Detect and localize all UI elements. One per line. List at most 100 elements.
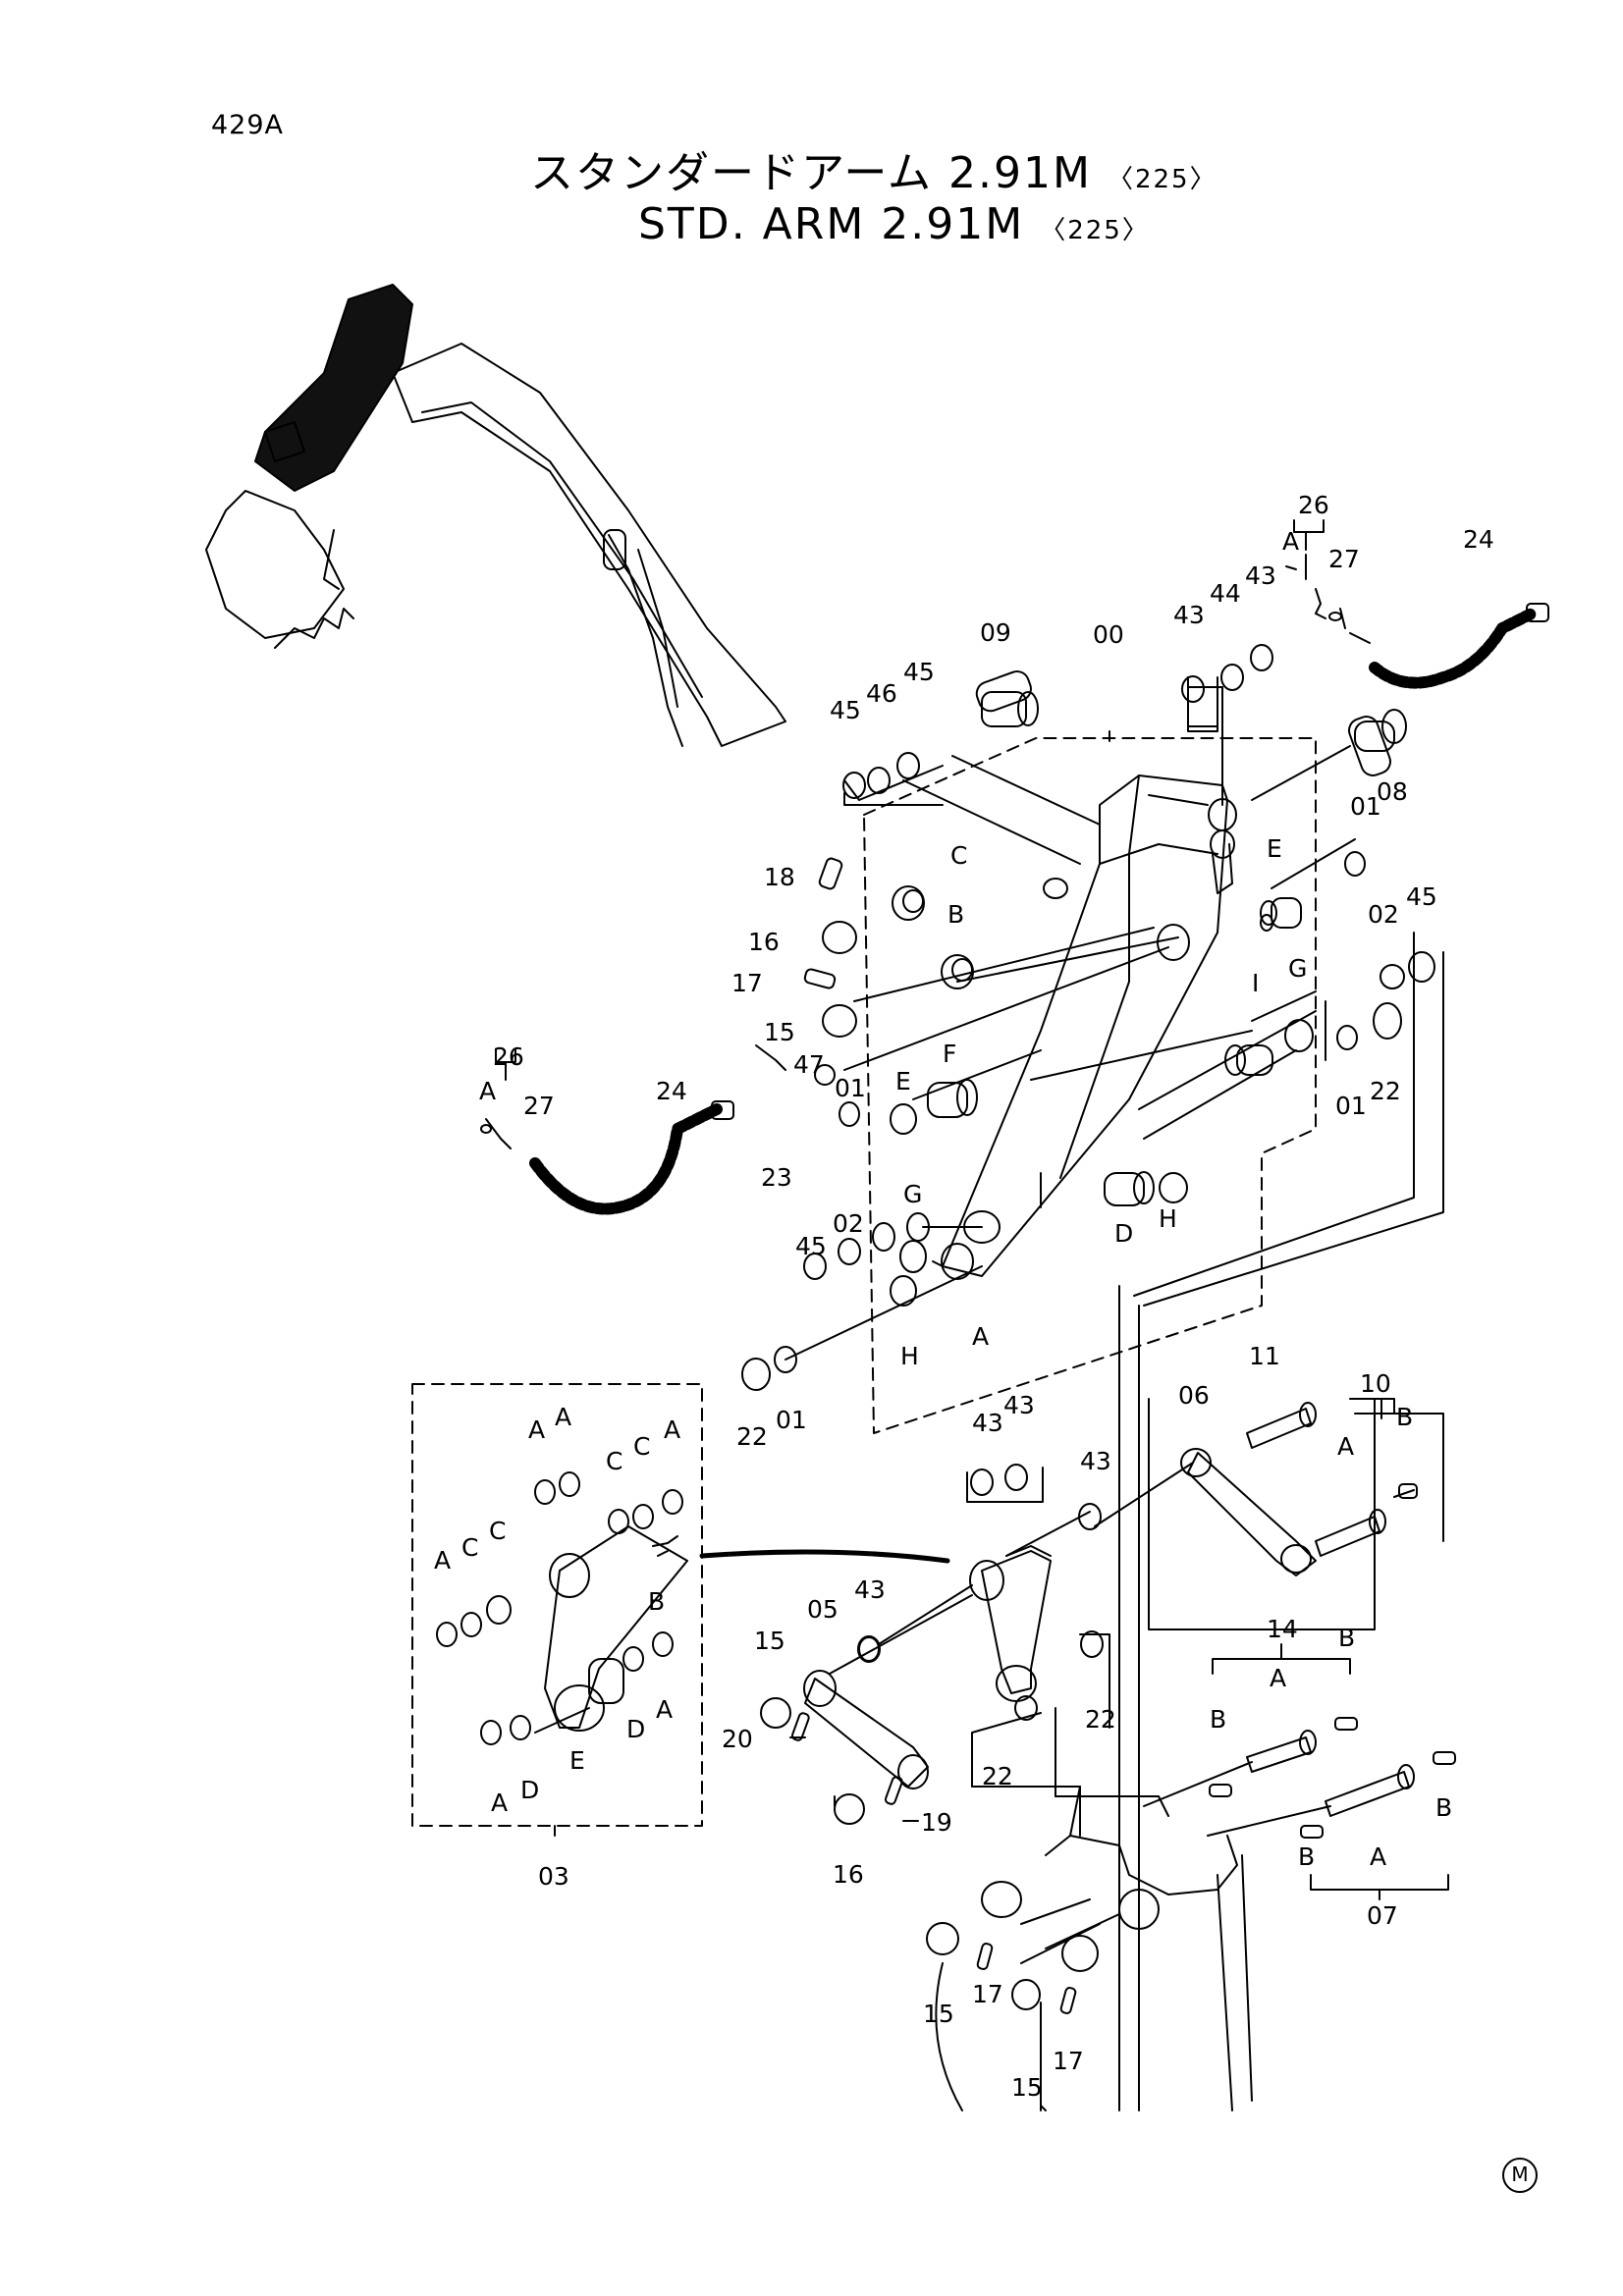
callout-43-e: 43 <box>1003 1391 1035 1419</box>
callout-02-b: 02 <box>833 1209 864 1238</box>
label-I-1: I <box>1252 969 1259 997</box>
callout-45-b: 45 <box>903 658 935 686</box>
callout-44: 44 <box>1210 579 1241 608</box>
label-C-3: C <box>633 1432 650 1461</box>
callout-17-b: 17 <box>972 1980 1003 2008</box>
corner-mark: M <box>1502 2158 1538 2193</box>
callout-15-d: 15 <box>1011 2073 1043 2102</box>
callout-09: 09 <box>980 618 1011 647</box>
label-A-3: A <box>972 1322 989 1351</box>
arm-body <box>941 774 1237 1280</box>
callout-07: 07 <box>1367 1901 1398 1930</box>
callout-03: 03 <box>538 1862 569 1891</box>
title-japanese: スタンダードアーム 2.91M 〈225〉 <box>530 137 1217 200</box>
callout-06: 06 <box>1178 1381 1210 1410</box>
label-B-4: B <box>1210 1705 1226 1734</box>
hose-left <box>480 1100 734 1215</box>
callout-15-b: 15 <box>754 1627 785 1655</box>
callout-22-b: 22 <box>736 1422 768 1451</box>
callout-brackets <box>495 519 1449 2111</box>
label-A-8: A <box>555 1403 571 1431</box>
label-E-2: E <box>895 1067 911 1095</box>
callout-15-c: 15 <box>923 2000 954 2028</box>
callout-22-c: 22 <box>1085 1705 1116 1734</box>
label-E-1: E <box>1267 834 1282 863</box>
label-C-5: C <box>489 1517 506 1545</box>
callout-22-d: 22 <box>982 1762 1013 1790</box>
callout-43-a: 43 <box>1173 601 1205 629</box>
label-A-5: A <box>1270 1664 1286 1692</box>
callout-46: 46 <box>866 679 897 708</box>
callout-01-b: 01 <box>835 1074 866 1102</box>
label-C-4: C <box>461 1533 478 1562</box>
label-H-1: H <box>1159 1204 1177 1233</box>
callout-22-a: 22 <box>1370 1077 1401 1105</box>
callout-17-c: 17 <box>1053 2047 1084 2075</box>
label-A-12: A <box>491 1789 508 1817</box>
label-A-10: A <box>434 1546 451 1575</box>
callout-43-d: 43 <box>1080 1447 1111 1475</box>
label-B-5: B <box>1435 1793 1452 1822</box>
callout-23: 23 <box>761 1163 792 1192</box>
callout-00: 00 <box>1093 620 1124 649</box>
detail-connector-line <box>699 1549 950 1564</box>
label-A-6: A <box>1370 1842 1386 1871</box>
callout-16-a: 16 <box>748 928 780 956</box>
label-G-1: G <box>1288 954 1307 983</box>
callout-19: 19 <box>921 1808 952 1837</box>
linkage-detail <box>436 1471 688 1745</box>
label-B-6: B <box>1298 1842 1315 1871</box>
callout-02-a: 02 <box>1368 900 1399 929</box>
page-code: 429A <box>211 110 285 140</box>
callout-05: 05 <box>807 1595 839 1624</box>
title-suffix-en: 〈225〉 <box>1040 216 1150 245</box>
label-H-2: H <box>900 1342 919 1370</box>
label-B-7: B <box>648 1587 665 1616</box>
callout-47: 47 <box>793 1050 825 1079</box>
callout-17-a: 17 <box>731 969 763 997</box>
label-B-1: B <box>947 900 964 929</box>
callout-15-a: 15 <box>764 1018 795 1046</box>
arm-assembly-boundary <box>863 737 1317 1434</box>
callout-27-a: 27 <box>1328 545 1360 573</box>
label-D-3: D <box>520 1776 539 1804</box>
label-E-3: E <box>569 1746 585 1775</box>
callout-08: 08 <box>1377 777 1408 806</box>
label-B-3: B <box>1338 1624 1355 1652</box>
callout-01-d: 01 <box>776 1406 807 1434</box>
label-A-1: A <box>1282 527 1299 556</box>
callout-10: 10 <box>1360 1369 1391 1398</box>
callout-43-f: 43 <box>854 1575 886 1604</box>
title-japanese-text: スタンダードアーム 2.91M <box>530 148 1092 198</box>
title-suffix-jp: 〈225〉 <box>1107 165 1217 194</box>
label-A-2: A <box>479 1077 496 1105</box>
callout-01-a: 01 <box>1350 792 1381 821</box>
callout-24-a: 24 <box>1463 525 1494 554</box>
callout-26-b: 26 <box>493 1042 524 1071</box>
label-C-1: C <box>950 841 967 870</box>
callout-43-c: 43 <box>972 1409 1003 1437</box>
label-A-4: A <box>1337 1432 1354 1461</box>
title-english: STD. ARM 2.91M 〈225〉 <box>638 199 1150 249</box>
linkage-detail-boundary <box>411 1383 703 1827</box>
arm-leader-lines <box>784 676 1356 1361</box>
label-A-7: A <box>528 1415 545 1444</box>
label-A-11: A <box>656 1695 673 1724</box>
callout-18: 18 <box>764 863 795 891</box>
hose-right <box>1315 588 1549 689</box>
callout-14: 14 <box>1267 1615 1298 1643</box>
excavator-boom-dark-section <box>254 284 413 492</box>
label-F-1: F <box>943 1040 956 1068</box>
callout-27-b: 27 <box>523 1092 555 1120</box>
label-D-1: D <box>1114 1219 1133 1248</box>
callout-45-d: 45 <box>795 1232 827 1260</box>
label-A-9: A <box>664 1415 680 1444</box>
callout-26-a: 26 <box>1298 491 1329 519</box>
label-B-2: B <box>1396 1403 1413 1431</box>
callout-24-b: 24 <box>656 1077 687 1105</box>
callout-01-c: 01 <box>1335 1092 1367 1120</box>
lower-linkage <box>760 932 1456 2111</box>
callout-45-c: 45 <box>1406 882 1437 911</box>
excavator-overview-sketch <box>205 343 786 747</box>
